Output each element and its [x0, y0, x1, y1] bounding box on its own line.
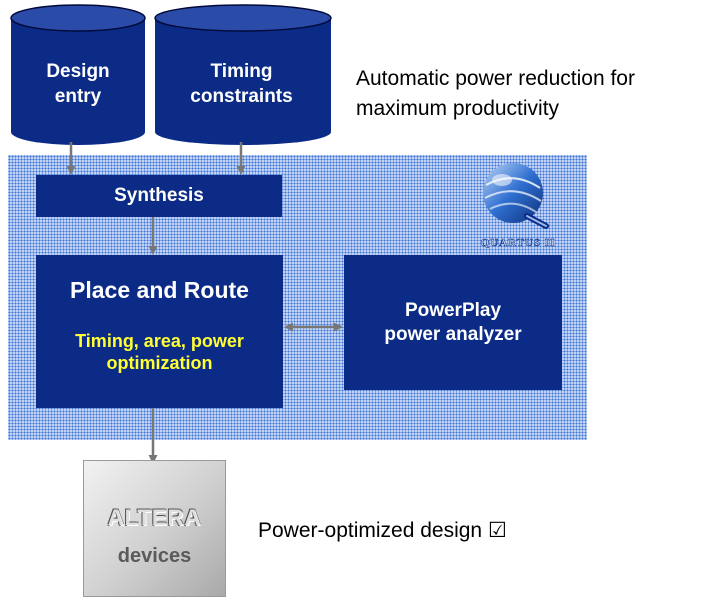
design-entry-line-1: Design — [46, 61, 110, 82]
timing-constraints-label: Timing constraints — [154, 59, 329, 109]
powerplay-line-1: PowerPlay — [404, 299, 502, 321]
optimization-subtitle: Timing, area, power optimization — [75, 330, 244, 374]
optimization-subtitle-line-1: Timing, area, power — [75, 331, 244, 351]
design-entry-cylinder — [10, 4, 146, 145]
design-entry-line-2: entry — [54, 86, 102, 107]
productivity-note-line-2: maximum productivity — [356, 97, 560, 120]
productivity-note-line-1: Automatic power reduction for — [356, 67, 635, 90]
design-entry-label: Design entry — [22, 59, 134, 109]
devices-label: devices — [117, 545, 192, 567]
place-and-route-title: Place and Route — [70, 277, 249, 303]
quartus-logo-text: QUARTUS II — [481, 237, 556, 249]
optimization-subtitle-line-2: optimization — [106, 353, 213, 373]
productivity-note: Automatic power reduction for maximum pr… — [356, 64, 716, 124]
synthesis-label: Synthesis — [114, 185, 204, 206]
quartus-logo-icon: QUARTUS II — [480, 163, 556, 249]
power-optimized-note: Power-optimized design ☑ — [258, 519, 507, 542]
place-and-route-block: Place and Route Timing, area, power opti… — [36, 255, 283, 408]
timing-constraints-cylinder — [154, 4, 332, 145]
synthesis-block: Synthesis — [36, 175, 282, 217]
timing-constraints-line-2: constraints — [190, 86, 293, 107]
powerplay-analyzer-block: PowerPlay power analyzer — [344, 255, 562, 390]
altera-logo: ALTERA — [107, 505, 202, 530]
timing-constraints-line-1: Timing — [210, 61, 273, 82]
powerplay-line-2: power analyzer — [384, 323, 522, 345]
altera-device-chip: ALTERA devices — [83, 460, 226, 597]
